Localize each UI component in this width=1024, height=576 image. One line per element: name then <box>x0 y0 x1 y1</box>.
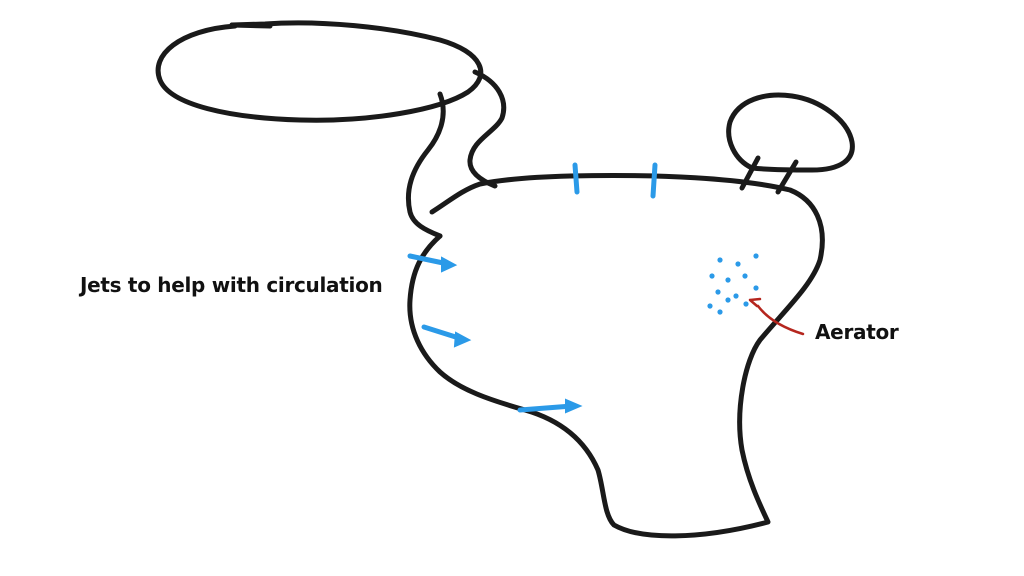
link-left <box>739 155 761 191</box>
aerator-pointer-arrow <box>748 297 805 336</box>
stream-bank-outer <box>405 91 446 239</box>
aerator-dot <box>753 253 759 259</box>
stream-bank-inner <box>467 69 507 189</box>
aerator-dot <box>725 277 731 283</box>
aerator-dot <box>717 257 723 263</box>
aerator-dot <box>725 297 731 303</box>
aerator-dot <box>735 261 741 267</box>
jet-left-middle <box>421 324 472 348</box>
aerator-dot <box>715 289 721 295</box>
main-pond <box>407 173 825 539</box>
jet-left-upper <box>407 253 458 273</box>
aerator-dot <box>707 303 713 309</box>
jet-top-right <box>650 162 658 199</box>
aerator-dot <box>742 273 748 279</box>
aerator-dot <box>709 273 715 279</box>
pond-overlap-stroke <box>229 22 273 29</box>
aerator-dot <box>743 301 749 307</box>
jets-label: Jets to help with circulation <box>80 273 383 297</box>
aerator-dot <box>717 309 723 315</box>
jet-bottom-left <box>517 398 583 414</box>
aerator-dot <box>733 293 739 299</box>
aerator-label: Aerator <box>815 320 899 344</box>
jet-top-left <box>572 162 580 195</box>
large-upper-pond <box>155 20 484 123</box>
link-right <box>775 159 799 195</box>
aerator-dot <box>753 285 759 291</box>
aerator-dots <box>707 253 759 315</box>
small-right-pond <box>726 92 855 173</box>
